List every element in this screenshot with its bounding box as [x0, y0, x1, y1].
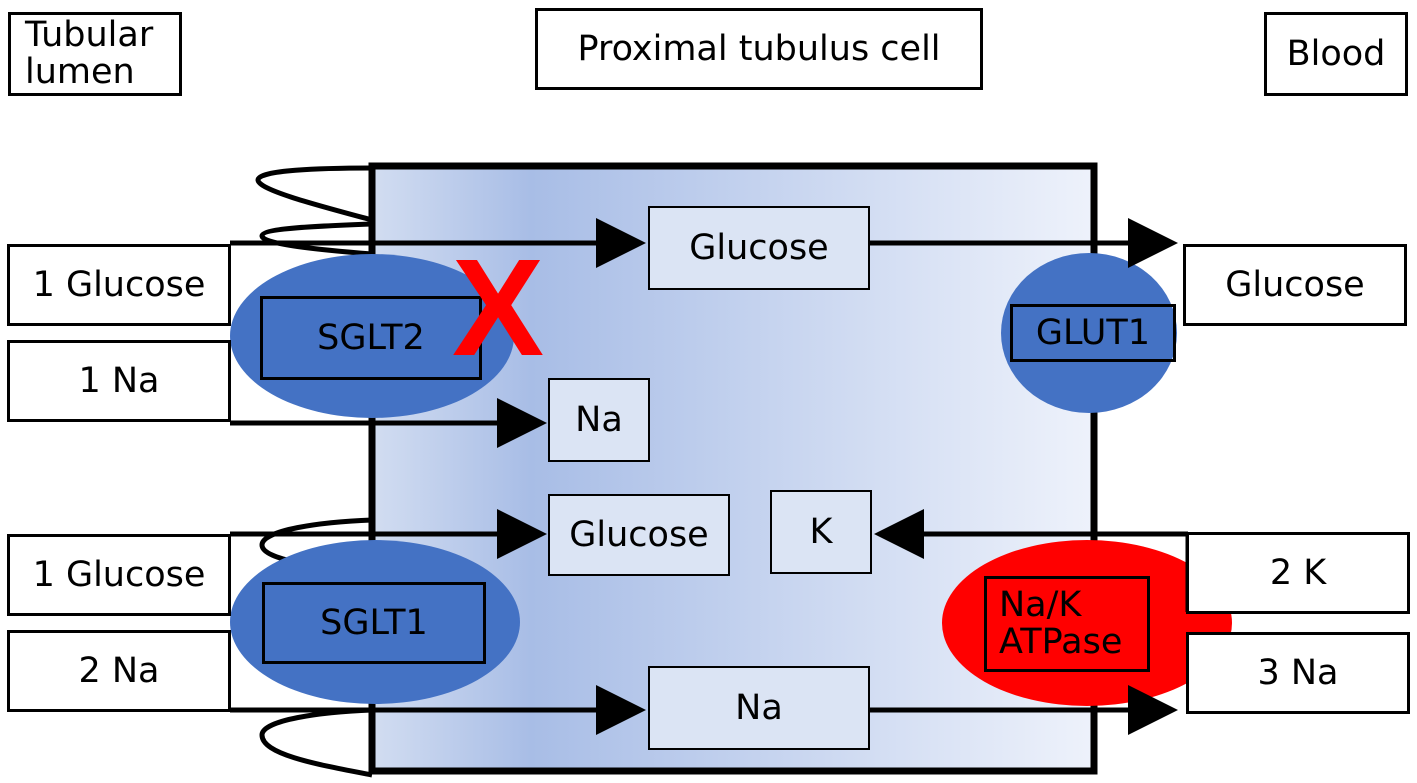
microvillus-top-2: [259, 221, 373, 257]
cell-k: K: [770, 490, 872, 574]
lumen-na-top: 1 Na: [7, 340, 231, 422]
cell-na-mid: Na: [548, 378, 650, 462]
glut1-protein: [1001, 253, 1177, 413]
sglt2-label: SGLT2: [260, 296, 482, 380]
sglt1-label: SGLT1: [262, 582, 486, 664]
blood-glucose: Glucose: [1183, 244, 1407, 326]
microvillus-top: [255, 165, 373, 223]
lumen-glucose-bottom: 1 Glucose: [7, 534, 231, 616]
microvillus-bottom-2: [259, 707, 373, 778]
sglt2-inhibition-x-mark: X: [451, 231, 545, 385]
lumen-glucose-top: 1 Glucose: [7, 244, 231, 326]
nak-atpase-label: Na/K ATPase: [984, 576, 1150, 672]
nak-atpase-protein: [942, 540, 1232, 706]
cell-na-bottom: Na: [648, 666, 870, 750]
cell-glucose-top: Glucose: [648, 206, 870, 290]
header-tubular-lumen: Tubular lumen: [8, 12, 182, 96]
cell-glucose-mid: Glucose: [548, 494, 730, 576]
blood-k: 2 K: [1186, 532, 1410, 614]
blood-na: 3 Na: [1186, 632, 1410, 714]
header-proximal-tubulus-cell: Proximal tubulus cell: [535, 8, 983, 90]
header-blood: Blood: [1264, 12, 1408, 96]
glut1-label: GLUT1: [1010, 304, 1176, 362]
lumen-na-bottom: 2 Na: [7, 630, 231, 712]
